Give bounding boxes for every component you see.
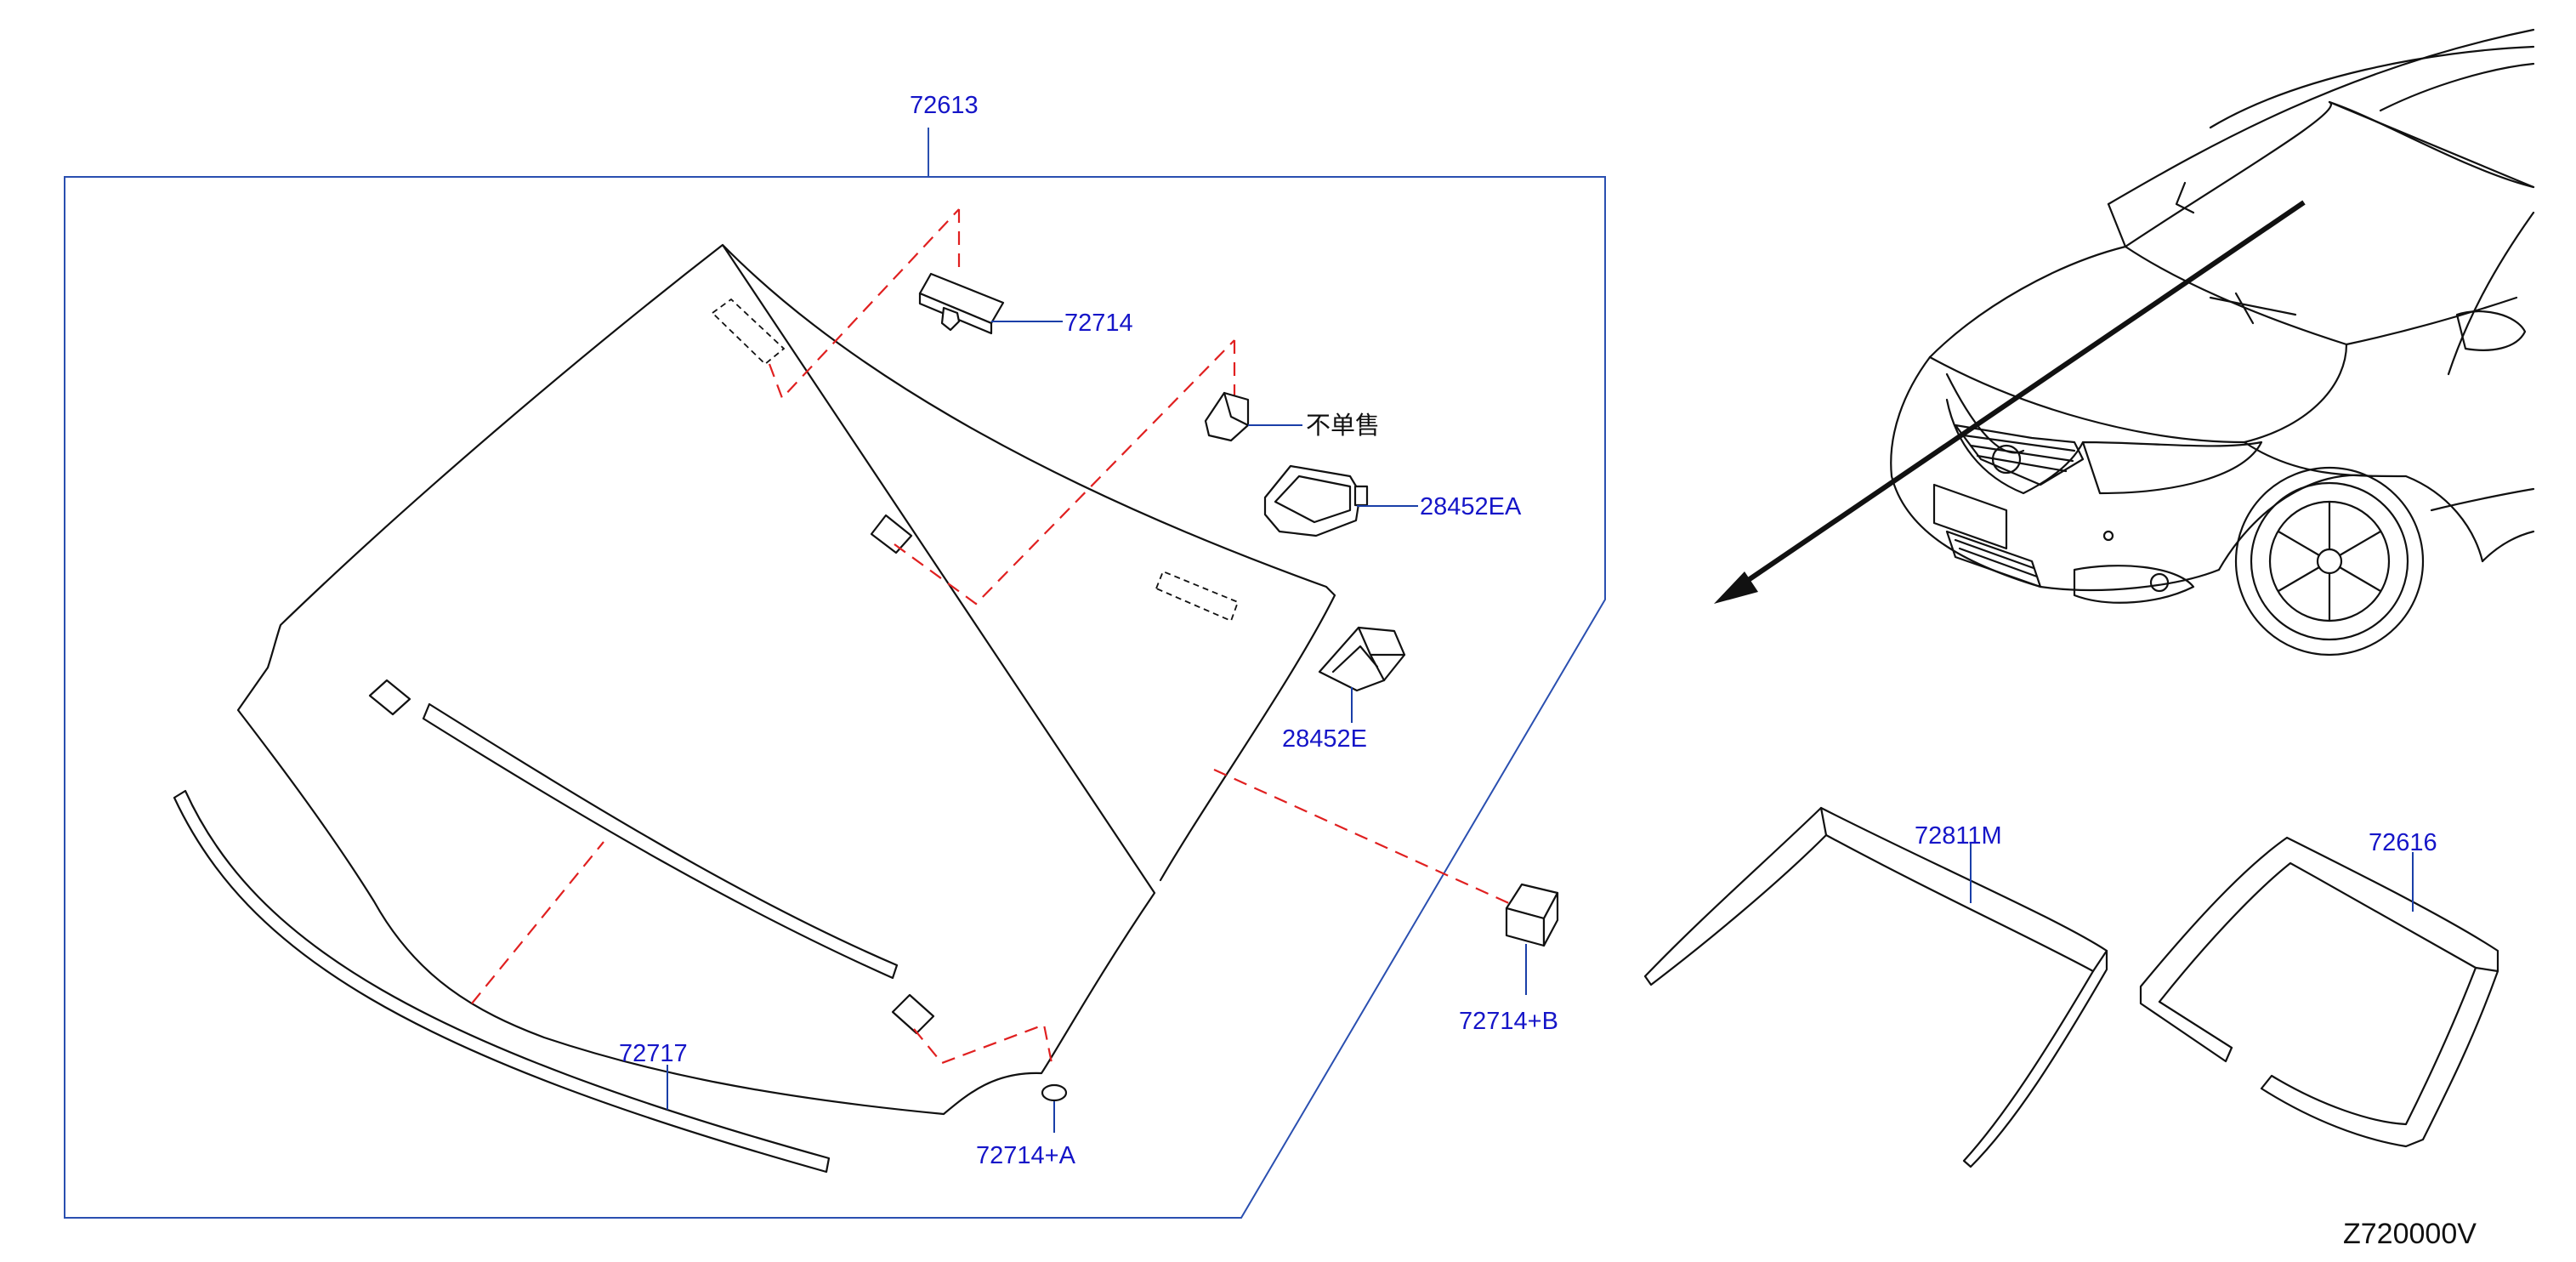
callout-28452E: 28452E bbox=[1282, 725, 1367, 753]
callout-72613: 72613 bbox=[910, 92, 979, 119]
reference-lines bbox=[471, 208, 1521, 1068]
wheel-spokes bbox=[2277, 500, 2382, 622]
callout-not-sold-separately: 不单售 bbox=[1306, 411, 1380, 440]
sensor-bracket-e-part bbox=[1318, 626, 1406, 692]
callout-72714: 72714 bbox=[1064, 310, 1133, 337]
leader-lines bbox=[667, 321, 2414, 1133]
spacer-a-part bbox=[1041, 1083, 1068, 1102]
diagram-code: Z720000V bbox=[2343, 1218, 2477, 1250]
clip-top-part bbox=[918, 272, 1005, 335]
callout-labels: 72613 72714 不单售 28452EA 28452E 72714+B 7… bbox=[619, 92, 2477, 1250]
dam-rubber-part bbox=[2139, 836, 2499, 1148]
cap-part bbox=[1204, 391, 1250, 442]
molding-strip-inner bbox=[422, 702, 899, 980]
windshield-glass bbox=[236, 243, 1336, 1116]
callout-72616: 72616 bbox=[2369, 829, 2437, 856]
vehicle-illustration bbox=[1714, 28, 2535, 657]
callout-72811M: 72811M bbox=[1915, 822, 2002, 850]
molding-side-part bbox=[1643, 806, 2108, 1168]
spacer-b-part bbox=[1505, 883, 1559, 947]
molding-lower bbox=[173, 789, 831, 1174]
assembly-frame bbox=[64, 128, 1606, 1219]
callout-72714-plus-b: 72714+B bbox=[1459, 1008, 1558, 1035]
sensor-bracket-ea-part bbox=[1263, 464, 1369, 537]
callout-72717: 72717 bbox=[619, 1040, 688, 1067]
glass-markers bbox=[368, 298, 1240, 1035]
callout-72714-plus-a: 72714+A bbox=[976, 1142, 1076, 1169]
callout-28452EA: 28452EA bbox=[1420, 493, 1522, 520]
